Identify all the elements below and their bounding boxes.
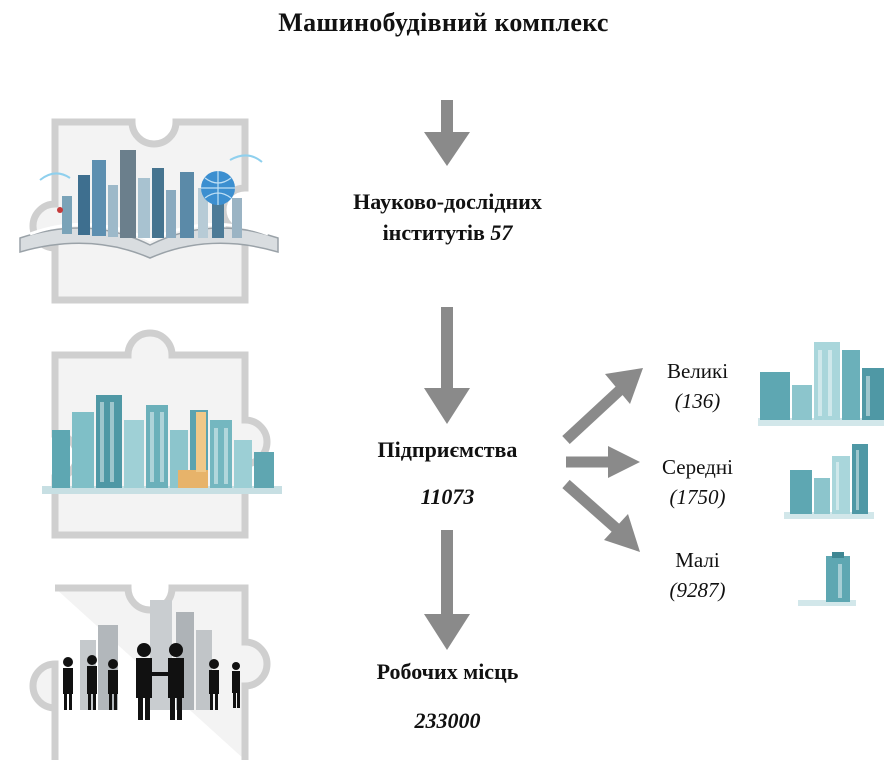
research-label-line1: Науково-дослідних	[353, 189, 542, 214]
enterprises-label: Підприємства	[377, 437, 518, 462]
research-label: Науково-дослідних інститутів 57	[300, 186, 595, 248]
jobs-value: 233000	[414, 708, 481, 733]
size-large-label: Великі	[666, 359, 729, 383]
diagram-title: Машинобудівний комплекс	[278, 8, 609, 37]
size-large: Великі (136)	[640, 356, 755, 416]
research-label-line2: інститутів	[382, 220, 485, 245]
size-large-value: (136)	[674, 389, 721, 413]
size-small: Малі (9287)	[640, 545, 755, 605]
size-small-value: (9287)	[669, 578, 726, 602]
research-value: 57	[490, 220, 513, 245]
size-small-label: Малі	[675, 548, 720, 572]
size-medium: Середні (1750)	[640, 452, 755, 512]
enterprises-value: 11073	[420, 484, 475, 509]
jobs-label: Робочих місць	[376, 659, 519, 684]
size-medium-value: (1750)	[669, 485, 726, 509]
size-medium-label: Середні	[662, 455, 733, 479]
